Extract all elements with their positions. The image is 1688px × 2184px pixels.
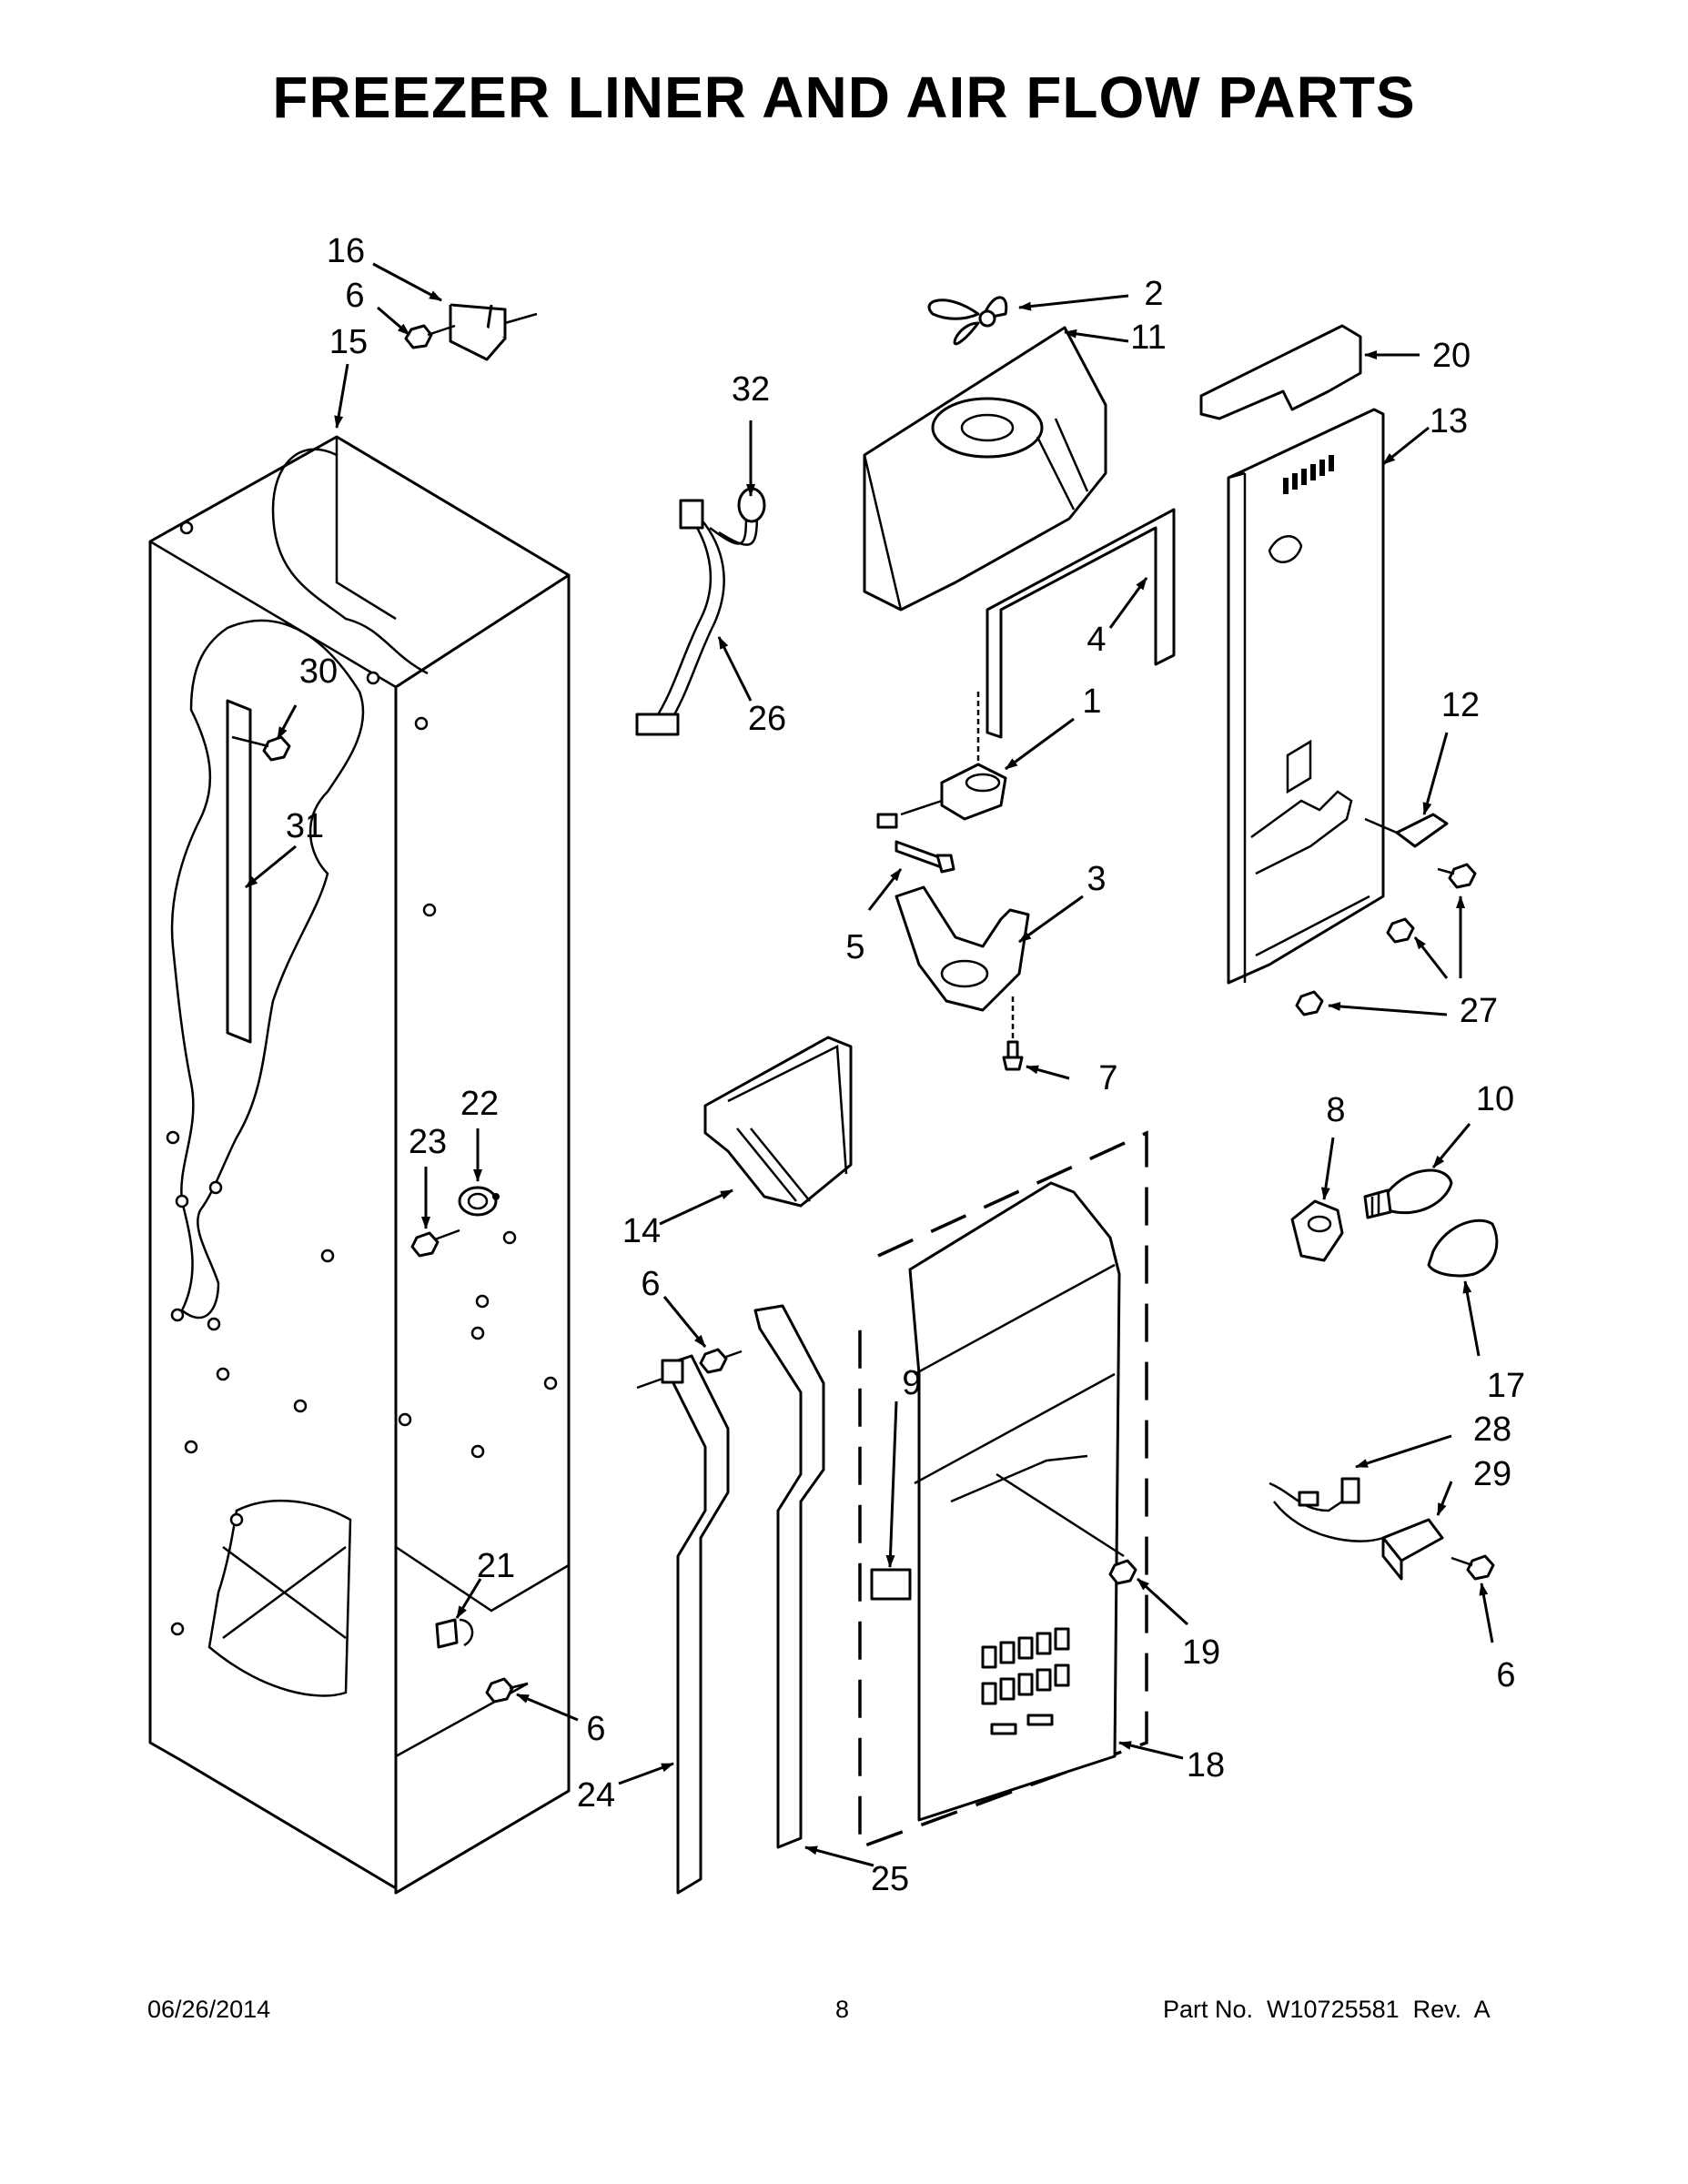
liner-holes	[166, 521, 558, 1636]
callout-22: 22	[460, 1085, 499, 1123]
callout-9: 9	[902, 1364, 921, 1402]
callout-4: 4	[1087, 621, 1106, 659]
leader-lines	[245, 262, 1494, 1867]
screw-6-switch	[1450, 1554, 1495, 1581]
screw-23	[410, 1228, 460, 1258]
callout-16: 16	[327, 232, 365, 270]
screw-27c	[1295, 990, 1324, 1016]
motor-mount-3	[895, 885, 1030, 1012]
screw-6-liner	[485, 1677, 529, 1704]
fan-shroud-11	[863, 326, 1107, 612]
callout-8: 8	[1326, 1091, 1345, 1129]
callout-14: 14	[622, 1212, 661, 1250]
callout-29: 29	[1473, 1455, 1511, 1493]
rear-panel-13	[1227, 408, 1385, 985]
panel-vents	[1283, 455, 1334, 494]
bracket-12	[1364, 813, 1449, 848]
callout-20: 20	[1432, 337, 1471, 375]
footer-page-number: 8	[835, 1996, 850, 2023]
callout-13: 13	[1430, 402, 1468, 440]
callout-3: 3	[1087, 860, 1106, 898]
bracket-16	[449, 303, 538, 361]
cold-control-22	[458, 1186, 500, 1217]
lamp-cover-17	[1427, 1218, 1499, 1278]
callout-1: 1	[1082, 682, 1101, 721]
callout-18: 18	[1187, 1746, 1225, 1785]
callout-labels: 16 6 15 2 11 32 20 13 4 1 30 26 12 31 3 …	[286, 232, 1525, 1898]
wire-harness-26	[635, 487, 766, 736]
strip-25	[753, 1304, 825, 1849]
callout-23: 23	[409, 1123, 447, 1161]
callout-10: 10	[1476, 1080, 1514, 1118]
screw-27a	[1437, 863, 1477, 889]
light-socket-8	[1290, 1199, 1344, 1262]
duct-cover-18	[858, 1130, 1148, 1850]
bracket-20	[1199, 324, 1362, 420]
air-duct-14	[703, 1036, 853, 1208]
callout-12: 12	[1441, 686, 1480, 724]
footer-date: 06/26/2014	[147, 1996, 271, 2023]
callout-15: 15	[329, 323, 368, 361]
fan-blade-2	[927, 296, 1008, 346]
callout-24: 24	[577, 1776, 615, 1815]
callout-30: 30	[299, 652, 338, 691]
callout-7: 7	[1098, 1059, 1117, 1097]
switch-29	[1381, 1518, 1444, 1581]
screw-27b	[1386, 917, 1415, 944]
callout-11: 11	[1130, 318, 1166, 357]
callout-32: 32	[732, 370, 770, 409]
callout-6-liner: 6	[586, 1710, 605, 1748]
harness-28	[1269, 1477, 1384, 1542]
page-title: FREEZER LINER AND AIR FLOW PARTS	[272, 65, 1416, 130]
screw-6-top	[404, 324, 456, 349]
callout-26: 26	[748, 700, 786, 738]
callout-2: 2	[1144, 275, 1163, 313]
callout-27: 27	[1460, 992, 1498, 1030]
label-9	[870, 1568, 912, 1601]
footer-part-number: Part No. W10725581 Rev. A	[1163, 1996, 1491, 2023]
duct-cover-vents	[981, 1627, 1070, 1735]
callout-21: 21	[477, 1547, 515, 1585]
screw-19	[1108, 1559, 1137, 1585]
callout-5: 5	[845, 928, 864, 966]
evaporator-fan-motor-1	[876, 692, 1007, 829]
callout-25: 25	[871, 1860, 909, 1898]
clip-21	[435, 1618, 474, 1649]
callout-28: 28	[1473, 1410, 1511, 1449]
callout-6-switch: 6	[1496, 1656, 1515, 1694]
light-bulb-10	[1363, 1168, 1453, 1219]
callout-6-top: 6	[345, 277, 364, 315]
callout-17: 17	[1487, 1367, 1525, 1405]
screw-7	[1002, 996, 1024, 1071]
callout-6-strip: 6	[641, 1265, 660, 1303]
callout-31: 31	[286, 807, 324, 845]
strip-24	[636, 1348, 743, 1895]
bolt-5	[895, 840, 955, 874]
callout-19: 19	[1182, 1633, 1220, 1672]
gasket-4	[986, 508, 1176, 739]
freezer-liner	[148, 435, 571, 1895]
